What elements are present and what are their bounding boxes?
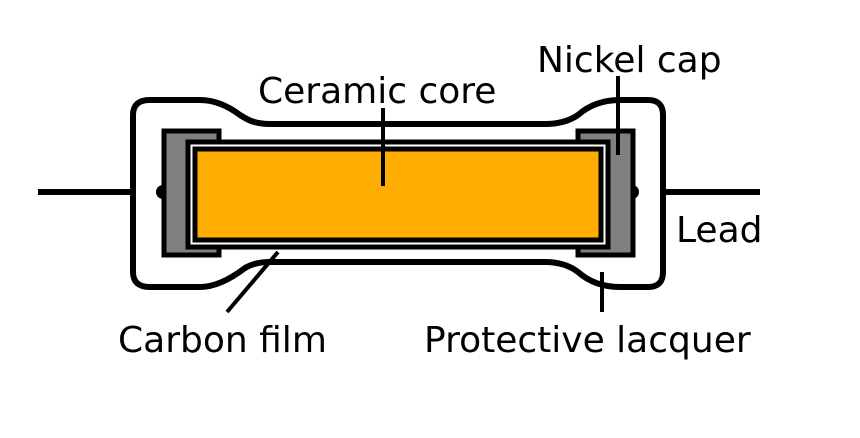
leader-carbon-film [225,250,280,314]
label-carbon-film: Carbon film [118,320,327,361]
label-nickel-cap: Nickel cap [537,40,722,81]
label-lead: Lead [676,210,762,251]
label-protective-lacquer: Protective lacquer [424,320,751,361]
label-ceramic-core: Ceramic core [258,71,496,112]
ceramic-core [192,146,604,243]
